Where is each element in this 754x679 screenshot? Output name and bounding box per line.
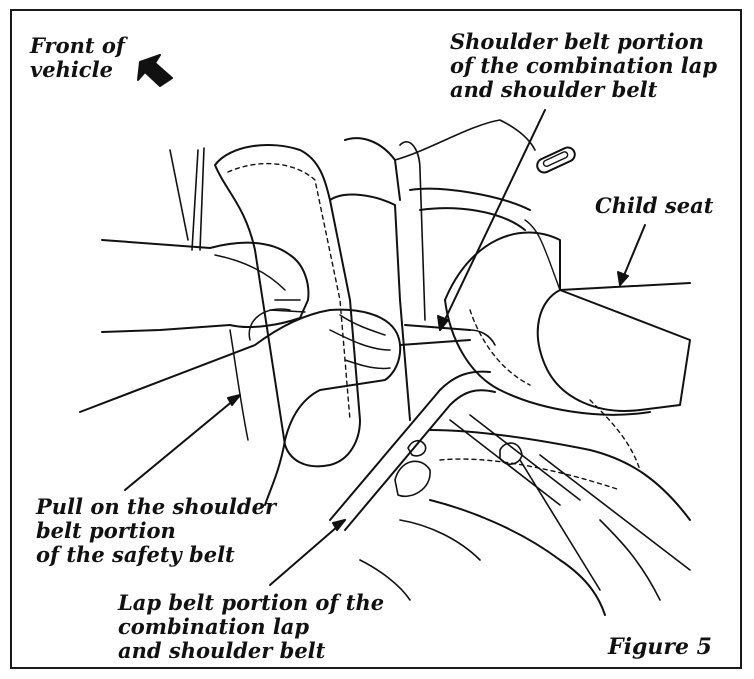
- hand-right: [101, 239, 310, 333]
- hand-left: [79, 308, 402, 506]
- child-seat: [444, 231, 691, 412]
- seat-cushion: [429, 429, 691, 521]
- label-child-seat: Child seat: [595, 193, 714, 218]
- label-pull-on: Pull on the shoulder belt portion of the…: [36, 494, 277, 567]
- figure-label: Figure 5: [608, 634, 712, 660]
- front-arrow-icon: [137, 54, 173, 87]
- lap-belt: [329, 370, 496, 531]
- label-lap-belt: Lap belt portion of the combination lap …: [118, 590, 385, 663]
- label-front-of-vehicle: Front of vehicle: [30, 33, 125, 82]
- rear-seat-back: [329, 193, 411, 421]
- figure-border: [10, 9, 742, 669]
- leader-shoulder: [439, 109, 546, 331]
- headrest: [214, 144, 361, 468]
- buckle: [394, 460, 431, 497]
- shoulder-belt: [399, 324, 471, 346]
- belt-slot: [536, 146, 576, 174]
- leader-pull: [124, 394, 241, 491]
- leader-lap: [269, 519, 346, 586]
- label-shoulder-belt: Shoulder belt portion of the combination…: [450, 29, 718, 102]
